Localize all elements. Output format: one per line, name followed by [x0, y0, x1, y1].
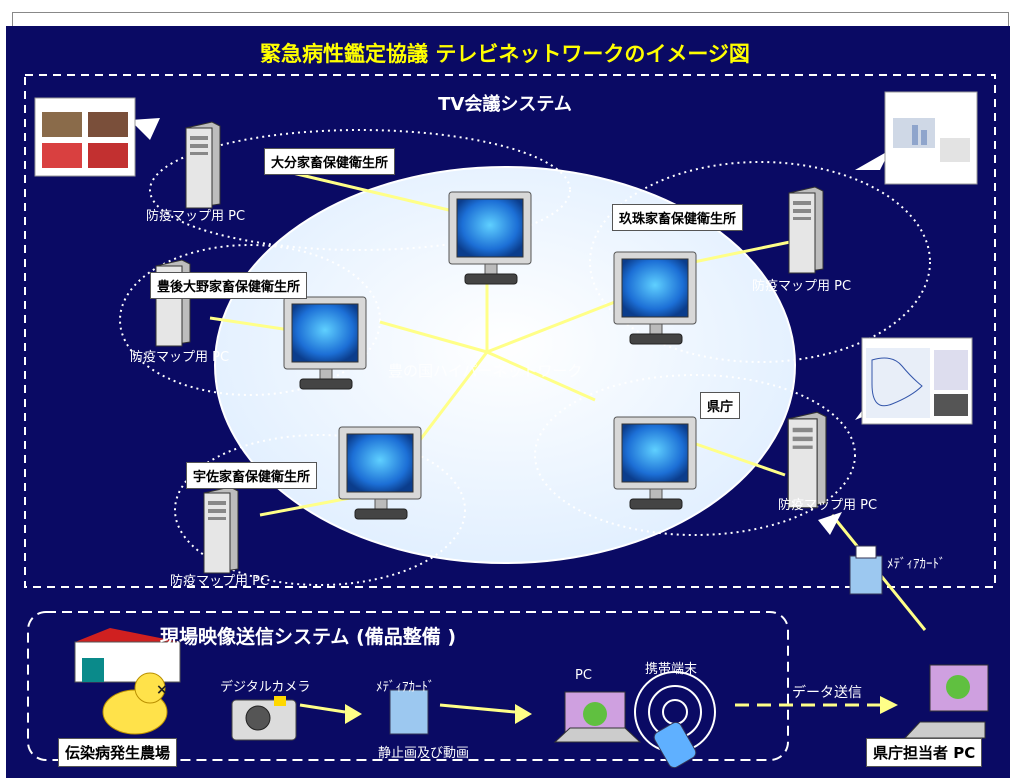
network-name: 豊の国ハイパーネットワーク — [388, 362, 583, 380]
site-ellipse — [174, 434, 466, 586]
pc-label: 防疫マップ用 PC — [778, 498, 878, 513]
pref-pc-label: 県庁担当者 PC — [866, 738, 983, 767]
sick-chick-icon: × — [102, 672, 168, 735]
pc-label: 防疫マップ用 PC — [130, 350, 230, 365]
pc-label: 防疫マップ用 PC — [170, 574, 270, 589]
mobile-signal-icon — [634, 671, 716, 769]
site-ellipse — [119, 244, 381, 396]
site-ellipse — [589, 161, 931, 363]
svg-text:×: × — [156, 682, 168, 698]
site-label-bungo-ono: 豊後大野家畜保健衛生所 — [150, 272, 308, 299]
media-card-icon-lower — [389, 689, 429, 735]
site-label-usa: 宇佐家畜保健衛生所 — [186, 462, 318, 489]
field-system-title: 現場映像送信システム (備品整備 ) — [160, 626, 457, 648]
flow-arrow-heads — [345, 696, 898, 724]
pc-label-field: PC — [575, 668, 592, 683]
media-card-upper-label: ﾒﾃﾞｨｱｶｰﾄﾞ — [887, 557, 946, 572]
data-send-label: データ送信 — [792, 685, 862, 701]
mobile-label: 携帯端末 — [645, 662, 698, 677]
camera-label: デジタルカメラ — [220, 680, 311, 695]
flow-arrows — [299, 703, 880, 714]
chart-callout — [855, 91, 978, 185]
media-card-icon-upper — [849, 545, 883, 595]
site-label-kusu: 玖珠家畜保健衛生所 — [612, 204, 744, 231]
media-card-label: ﾒﾃﾞｨｱｶｰﾄﾞ — [376, 680, 435, 695]
map-callout — [855, 337, 973, 425]
tower-pc-icon — [185, 121, 221, 209]
tower-pc-icon — [788, 186, 824, 274]
pref-pc-laptop-icon — [903, 664, 989, 739]
diagram-title: 緊急病性鑑定協議 テレビネットワークのイメージ図 — [260, 42, 750, 66]
arrow-head-icon — [818, 512, 842, 535]
photo-callout — [34, 97, 160, 177]
pc-label: 防疫マップ用 PC — [146, 209, 246, 224]
farm-label: 伝染病発生農場 — [58, 738, 178, 767]
window-frame — [12, 12, 1009, 27]
field-system-region — [27, 611, 789, 761]
tv-system-region — [24, 74, 996, 588]
digital-camera-icon — [231, 696, 297, 741]
site-label-prefecture: 県庁 — [700, 392, 741, 419]
site-ellipse — [534, 374, 856, 536]
site-ellipse — [149, 129, 571, 251]
site-label-oita: 大分家畜保健衛生所 — [264, 148, 396, 175]
tv-system-label: TV会議システム — [438, 94, 572, 115]
laptop-icon — [553, 691, 642, 743]
pc-label: 防疫マップ用 PC — [752, 279, 852, 294]
tower-pc-icon — [203, 486, 239, 574]
media-caption: 静止画及び動画 — [378, 746, 470, 761]
farm-barn-icon — [74, 628, 181, 683]
